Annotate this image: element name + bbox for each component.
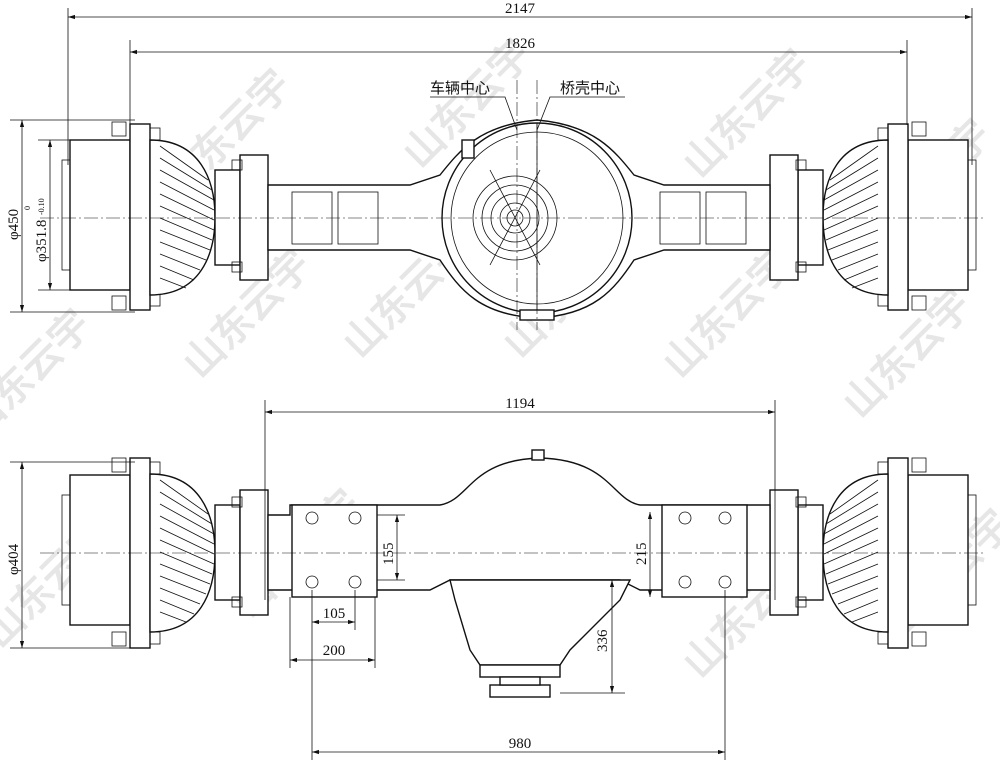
dim-200: 200 bbox=[323, 643, 346, 659]
dim-2147: 2147 bbox=[505, 1, 536, 17]
dim-1194: 1194 bbox=[505, 396, 535, 412]
dim-phi351: φ351.8 bbox=[34, 220, 50, 262]
tol-upper: 0 bbox=[23, 206, 32, 210]
right-spring-seat bbox=[661, 504, 748, 598]
dim-336: 336 bbox=[595, 629, 611, 652]
watermark-text: 山东云宇 bbox=[0, 301, 100, 447]
dim-phi450: φ450 bbox=[6, 209, 22, 240]
left-spring-seat bbox=[291, 504, 378, 598]
breather bbox=[461, 139, 475, 159]
top-view: 车辆中心 桥壳中心 2147 1826 φ450 φ351.8 0 -0.10 bbox=[6, 1, 985, 330]
dim-phi404: φ404 bbox=[6, 543, 22, 575]
dim-105: 105 bbox=[323, 606, 346, 622]
housing-center-label: 桥壳中心 bbox=[560, 79, 620, 97]
dim-215: 215 bbox=[634, 543, 650, 566]
dim-1826: 1826 bbox=[505, 36, 536, 52]
axle-housing-side bbox=[267, 457, 771, 591]
tol-lower: -0.10 bbox=[37, 198, 46, 215]
dim-980: 980 bbox=[509, 736, 532, 752]
vehicle-center-label: 车辆中心 bbox=[430, 79, 490, 97]
bottom-view: 1194 980 200 105 336 155 215 φ404 bbox=[6, 396, 985, 760]
right-hub-top bbox=[769, 121, 977, 311]
dim-155: 155 bbox=[381, 543, 397, 566]
